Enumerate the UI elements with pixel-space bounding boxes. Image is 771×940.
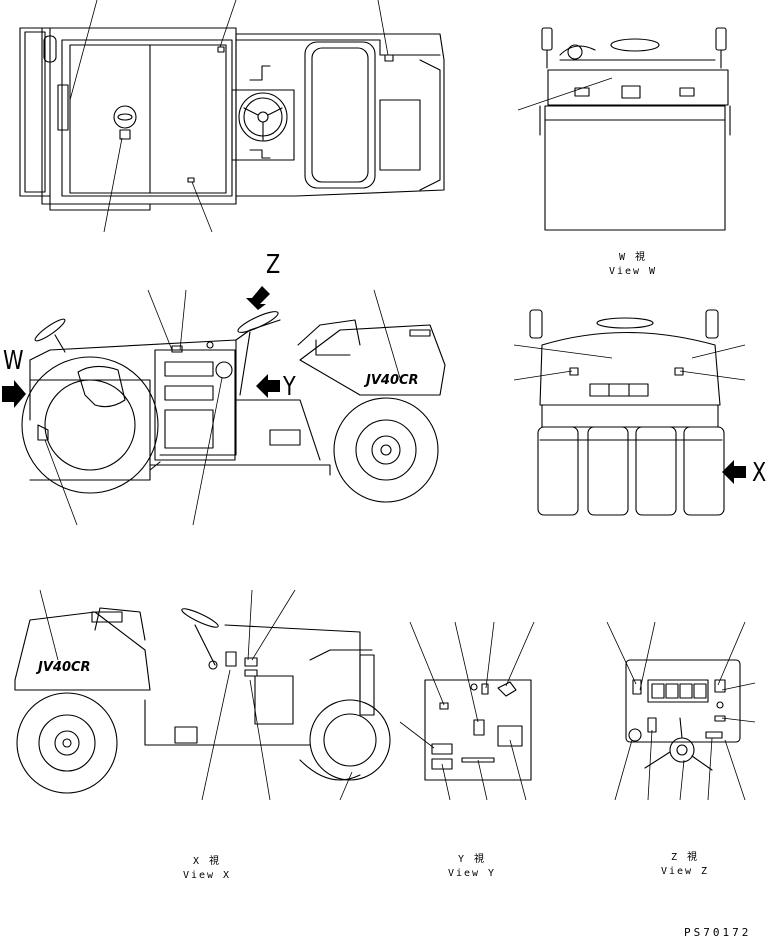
arrow-label-w: W [3,346,24,376]
bottom-side-drawing [14,607,391,794]
side-view-drawing [21,311,446,503]
view-w-caption-en: View W [608,266,658,277]
view-z-caption-jp: Z 視 [670,852,700,863]
view-y-caption-jp: Y 視 [457,854,487,865]
arrow-label-z: Z [266,250,281,280]
view-y-drawing [424,679,532,781]
view-x-drawing [529,309,725,516]
arrow-label-y: Y [283,372,296,402]
arrow-label-x: X [752,458,767,488]
top-view-drawing [19,27,445,211]
view-z-caption-en: View Z [660,866,710,877]
view-x-caption-en: View X [182,870,232,881]
view-x-caption-jp: X 視 [192,856,222,867]
figure-code: PS70172 [684,926,752,939]
model-mark-rear: JV40CR [38,660,91,675]
view-z-drawing [625,659,741,771]
view-w-caption-jp: W 視 [618,252,648,263]
view-y-caption-en: View Y [447,868,497,879]
view-w-drawing [539,27,731,231]
model-mark-side: JV40CR [366,373,419,388]
